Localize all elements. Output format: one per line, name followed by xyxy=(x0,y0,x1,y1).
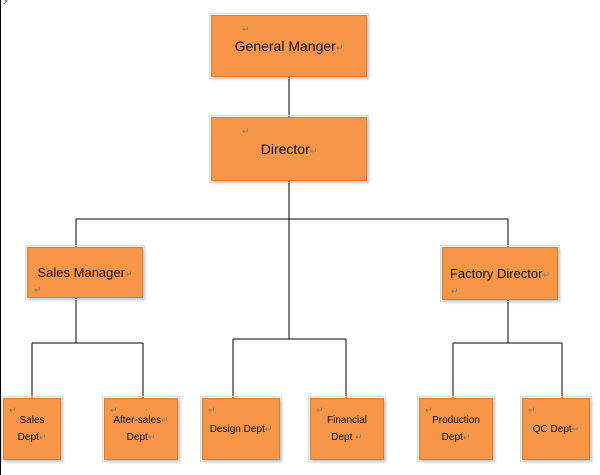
paragraph-mark: ↵ xyxy=(110,405,118,415)
node-label: Sales Manager↵ xyxy=(37,265,133,280)
paragraph-mark: ↵ xyxy=(34,285,42,295)
paragraph-mark: ↵ xyxy=(9,405,17,415)
paragraph-mark: ↵ xyxy=(208,405,216,415)
node-sales-dept: ↵ Sales Dept↵ xyxy=(1,396,63,462)
node-sales-manager: Sales Manager↵ ↵ xyxy=(25,245,145,300)
page-left-border xyxy=(0,0,1,475)
node-label: Sales Dept↵ xyxy=(17,414,47,443)
paragraph-mark: ↵ xyxy=(316,405,324,415)
node-qc-dept: ↵ QC Dept↵ xyxy=(520,396,592,462)
node-label: After-sales↵Dept↵ xyxy=(113,415,169,443)
node-label: Director↵ xyxy=(260,141,318,157)
node-after-sales-dept: ↵ After-sales↵Dept↵ xyxy=(102,396,180,462)
paragraph-mark: ↵ xyxy=(242,126,250,136)
paragraph-mark: ↵ xyxy=(425,405,433,415)
node-label: General Manger↵ xyxy=(234,38,344,54)
paragraph-mark: ↵ xyxy=(242,24,250,34)
node-label: QC Dept↵ xyxy=(532,423,580,435)
node-factory-director: Factory Director↵ ↵ xyxy=(440,245,560,302)
node-design-dept: ↵ Design Dept↵ xyxy=(200,396,282,462)
node-label: Design Dept↵ xyxy=(209,423,273,435)
node-label: Factory Director↵ xyxy=(449,266,550,281)
paragraph-mark: ↵ xyxy=(451,286,459,296)
node-director: ↵ Director↵ xyxy=(209,115,369,183)
paragraph-mark: ↵ xyxy=(528,405,536,415)
node-general-manager: ↵ General Manger↵ xyxy=(209,13,369,79)
top-fragment-glyph: y xyxy=(4,0,9,5)
